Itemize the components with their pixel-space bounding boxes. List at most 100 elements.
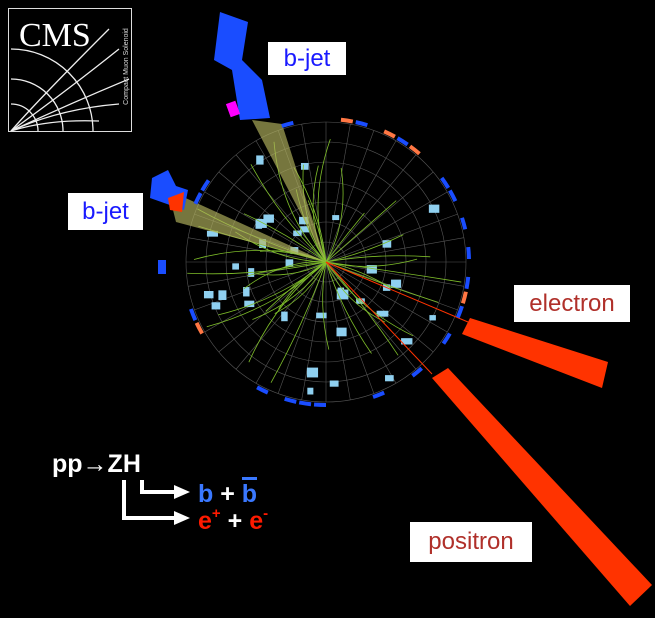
calorimeter-cell: [218, 290, 227, 300]
particle-track: [270, 261, 327, 383]
calorimeter-cell: [293, 230, 302, 237]
calorimeter-cell: [211, 302, 221, 310]
calorimeter-cell: [300, 162, 309, 170]
calorimeter-cell: [329, 380, 339, 387]
particle-track: [257, 261, 327, 276]
outer-tower: [383, 129, 396, 139]
particle-track: [322, 261, 330, 350]
grid-spoke: [325, 130, 375, 263]
bjet-label-left: b-jet: [68, 193, 143, 230]
particle-track: [325, 261, 392, 289]
grid-spoke: [325, 261, 464, 287]
calorimeter-cell: [232, 263, 239, 270]
calorimeter-cell: [299, 216, 309, 225]
particle-track: [243, 213, 327, 263]
outer-tower: [455, 305, 464, 319]
grid-spoke: [255, 261, 327, 384]
electron-charge: -: [263, 505, 269, 522]
particle-track: [187, 261, 327, 275]
outer-tower: [411, 366, 424, 378]
positron: e+: [198, 505, 221, 535]
grid-spoke: [325, 261, 434, 353]
initial-state: pp: [52, 450, 83, 478]
outer-tower: [189, 308, 198, 321]
particle-track: [252, 261, 327, 320]
bjet-towers-top: [214, 12, 270, 120]
outer-tower: [460, 291, 468, 304]
calorimeter-cell: [376, 310, 389, 317]
calorimeter-cell: [401, 338, 413, 345]
grid-spoke: [325, 140, 397, 263]
z-decay: e+ + e-: [198, 505, 269, 536]
electron: e-: [249, 505, 269, 535]
grid-spoke: [188, 237, 327, 263]
particle-track: [325, 261, 462, 283]
calorimeter-cell: [300, 226, 310, 233]
calorimeter-cell: [243, 287, 250, 297]
particle-track: [206, 261, 327, 328]
grid-spoke: [325, 261, 448, 333]
reaction-arrow: →: [82, 450, 108, 478]
calorimeter-cell: [428, 204, 440, 213]
outer-tower: [281, 120, 294, 128]
electron-symbol: e: [249, 507, 264, 535]
outer-tower: [466, 246, 471, 260]
grid-spoke: [301, 261, 327, 400]
particle-track: [250, 164, 327, 263]
calorimeter-cell: [244, 300, 255, 308]
muon-marker: [225, 100, 241, 118]
calorimeter-cell: [263, 214, 274, 223]
particle-track: [325, 167, 344, 263]
bjet-tower: [158, 260, 166, 274]
bjet-tower: [214, 12, 270, 120]
calorimeter-cell: [285, 259, 294, 267]
bjet-towers-left: [150, 170, 188, 274]
outer-tower: [441, 332, 452, 345]
grid-spoke: [325, 171, 434, 263]
particle-track: [325, 261, 414, 337]
plus-sign: +: [220, 480, 235, 508]
outer-tower: [200, 179, 211, 192]
positron-label: positron: [410, 522, 532, 562]
positron-charge: +: [211, 505, 221, 522]
detector-grid: [185, 121, 467, 403]
bjet-cone-top: [252, 120, 326, 262]
calorimeter-cell: [206, 230, 219, 237]
b-quark: b: [198, 480, 214, 508]
calorimeter-cell: [306, 367, 319, 378]
higgs-decay: b + b: [198, 477, 258, 509]
grid-spoke: [325, 191, 448, 263]
process-reaction: pp→ZH: [52, 450, 141, 479]
grid-spoke: [325, 237, 464, 263]
positron-symbol: e: [198, 507, 212, 535]
calorimeter-cell: [391, 279, 402, 288]
calorimeter-cell: [316, 312, 327, 319]
particle-track: [274, 261, 327, 314]
em-tower: [168, 192, 184, 212]
outer-tower: [372, 390, 385, 399]
calorimeter-cell: [255, 218, 263, 229]
outer-tower: [396, 136, 409, 147]
outer-tower: [298, 400, 312, 407]
particle-track: [325, 200, 397, 263]
electron-tower: [462, 318, 608, 388]
grid-spoke: [325, 261, 397, 384]
anti-b-quark: b: [241, 477, 258, 508]
calorimeter-cell: [366, 265, 377, 274]
calorimeter-cell: [259, 219, 267, 228]
bjet-label-top: b-jet: [268, 42, 346, 75]
grid-spoke: [235, 261, 327, 370]
calorimeter-cell: [429, 315, 436, 321]
plus-sign: +: [227, 507, 243, 535]
calorimeter-cell: [337, 287, 345, 293]
particle-track: [325, 212, 365, 263]
electron-track: [325, 261, 469, 323]
outer-tower: [355, 120, 368, 128]
grid-spoke: [204, 261, 327, 333]
particle-track: [325, 261, 372, 354]
particle-track: [247, 261, 327, 277]
positron-tower: [432, 368, 652, 606]
positron-track: [325, 261, 433, 375]
